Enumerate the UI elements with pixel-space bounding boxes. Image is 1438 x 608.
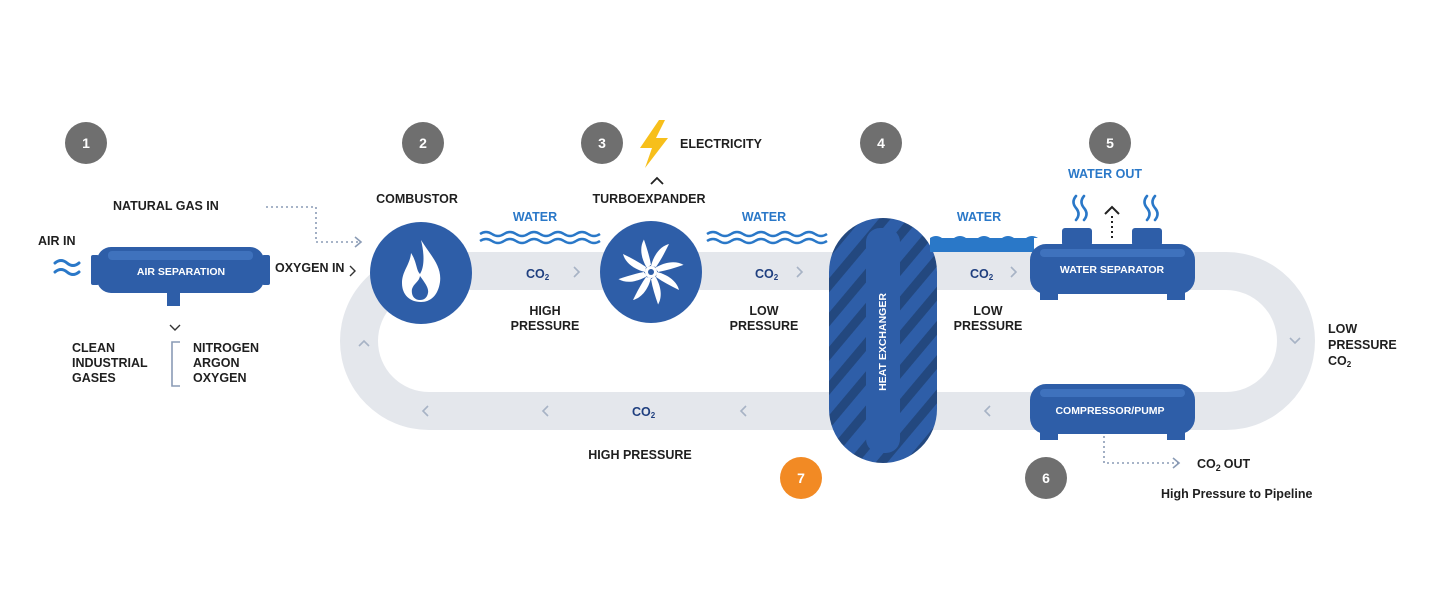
natural-gas-in-label: NATURAL GAS IN	[113, 199, 219, 213]
oxygen-in-label: OXYGEN IN	[275, 261, 344, 275]
svg-text:CO2: CO2	[632, 405, 656, 420]
water-label-3: WATER	[957, 210, 1001, 224]
svg-text:NITROGEN: NITROGEN	[193, 341, 259, 355]
natural-gas-dotted-line	[266, 206, 360, 243]
waves-icon	[53, 259, 81, 276]
svg-text:LOW: LOW	[973, 304, 1002, 318]
svg-text:OXYGEN: OXYGEN	[193, 371, 247, 385]
svg-text:LOW: LOW	[749, 304, 778, 318]
water-label-2: WATER	[742, 210, 786, 224]
step-badge-5: 5	[1089, 122, 1131, 164]
svg-text:PRESSURE: PRESSURE	[511, 319, 580, 333]
svg-text:CO2: CO2	[1328, 354, 1352, 369]
svg-text:HIGH: HIGH	[529, 304, 560, 318]
combustor-label: COMBUSTOR	[376, 192, 458, 206]
svg-text:COMPRESSOR/PUMP: COMPRESSOR/PUMP	[1055, 405, 1164, 417]
svg-text:6: 6	[1042, 470, 1050, 486]
svg-text:CLEAN: CLEAN	[72, 341, 115, 355]
svg-text:7: 7	[797, 470, 805, 486]
svg-text:CO2: CO2	[526, 267, 550, 282]
svg-text:INDUSTRIAL: INDUSTRIAL	[72, 356, 148, 370]
flow-chevrons	[358, 266, 1301, 417]
water-label-1: WATER	[513, 210, 557, 224]
electricity-label: ELECTRICITY	[680, 137, 763, 151]
turboexpander-label: TURBOEXPANDER	[593, 192, 706, 206]
water-separator-unit: WATER SEPARATOR	[1030, 228, 1195, 300]
svg-text:ARGON: ARGON	[193, 356, 240, 370]
svg-text:HEAT EXCHANGER: HEAT EXCHANGER	[877, 293, 889, 391]
air-in-label: AIR IN	[38, 234, 76, 248]
step-badge-6: 6	[1025, 457, 1067, 499]
svg-text:PRESSURE: PRESSURE	[954, 319, 1023, 333]
step-badge-3: 3	[581, 122, 623, 164]
step-badge-7: 7	[780, 457, 822, 499]
fan-icon	[618, 239, 684, 305]
co2-out-dotted-line	[1103, 436, 1178, 464]
svg-text:5: 5	[1106, 135, 1114, 151]
svg-text:PRESSURE: PRESSURE	[1328, 338, 1397, 352]
svg-text:LOW: LOW	[1328, 322, 1357, 336]
water-waves-1	[479, 230, 601, 245]
step-badge-2: 2	[402, 122, 444, 164]
high-pressure-bottom-label: HIGH PRESSURE	[588, 448, 692, 462]
step-badge-1: 1	[65, 122, 107, 164]
flame-icon	[402, 240, 441, 302]
svg-text:4: 4	[877, 135, 885, 151]
svg-text:WATER SEPARATOR: WATER SEPARATOR	[1060, 264, 1165, 276]
svg-text:3: 3	[598, 135, 606, 151]
svg-text:2: 2	[419, 135, 427, 151]
svg-text:PRESSURE: PRESSURE	[730, 319, 799, 333]
svg-text:CO2: CO2	[755, 267, 779, 282]
svg-text:AIR SEPARATION: AIR SEPARATION	[137, 266, 225, 278]
svg-text:GASES: GASES	[72, 371, 116, 385]
step-badge-4: 4	[860, 122, 902, 164]
svg-text:CO2: CO2	[970, 267, 994, 282]
compressor-pump-unit: COMPRESSOR/PUMP	[1030, 384, 1195, 440]
water-waves-2	[706, 230, 828, 245]
steam-up-arrow	[1104, 205, 1120, 240]
air-separation-unit: AIR SEPARATION	[91, 247, 270, 306]
steam-icon	[1072, 194, 1159, 222]
lightning-icon	[640, 120, 668, 168]
svg-text:1: 1	[82, 135, 90, 151]
water-pool	[930, 238, 1034, 252]
pipeline-label: High Pressure to Pipeline	[1161, 487, 1312, 501]
water-out-label: WATER OUT	[1068, 167, 1142, 181]
